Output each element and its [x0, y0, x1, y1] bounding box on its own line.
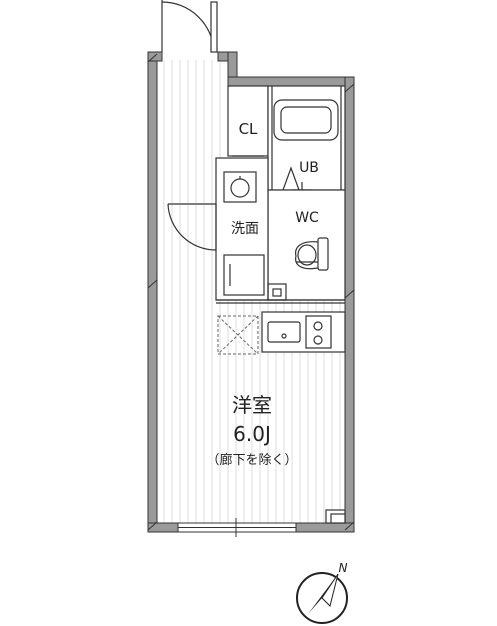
- window-bottom: [177, 518, 297, 537]
- compass-icon: [296, 572, 348, 624]
- kitchen-counter: [261, 311, 346, 353]
- bath-block: [267, 85, 346, 191]
- compass-north-label: N: [339, 561, 348, 575]
- main-room-size: 6.0J: [233, 422, 271, 446]
- washroom-door: [167, 203, 217, 251]
- main-room-name: 洋室: [232, 393, 272, 417]
- bath-label: UB: [299, 160, 319, 176]
- column-bottom-right: [325, 509, 346, 524]
- washroom: [215, 157, 287, 301]
- main-room-note: （廊下を除く）: [206, 452, 297, 468]
- washroom-label: 洗面: [231, 221, 259, 237]
- entrance-door: [161, 0, 218, 53]
- toilet-label: WC: [295, 210, 319, 226]
- fridge-space: [217, 315, 259, 355]
- closet-label: CL: [239, 120, 258, 138]
